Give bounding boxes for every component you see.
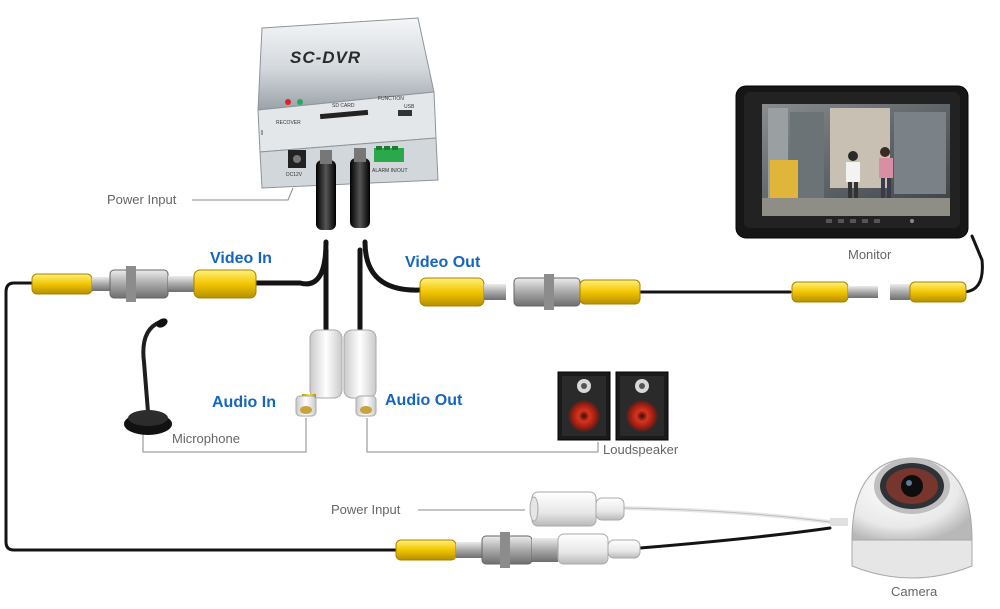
dome-camera [830, 457, 973, 579]
speaker-left-icon [568, 400, 600, 432]
bnc-adapter-left [109, 266, 194, 302]
bnc-adapter-right [513, 274, 581, 310]
led-red-icon [285, 99, 291, 105]
label-power-input-dvr: Power Input [107, 192, 177, 207]
label-camera: Camera [891, 584, 938, 599]
speaker-right-icon [626, 400, 658, 432]
sd-slot-icon [319, 109, 369, 120]
label-audio-out: Audio Out [385, 392, 463, 409]
leader-lines [142, 187, 599, 511]
rca-video-in [193, 269, 257, 299]
dvr-label-sd: SD CARD [332, 103, 355, 109]
label-monitor: Monitor [848, 247, 892, 262]
dvr-plugs [316, 148, 370, 230]
dvr-brand-title: SC-DVR [290, 48, 362, 67]
label-video-out: Video Out [405, 254, 481, 271]
microphone-icon [156, 318, 168, 328]
microphone-device [124, 318, 172, 435]
rca-yellow-mid [579, 279, 641, 305]
monitor-device [735, 85, 969, 239]
alarm-terminal-icon [374, 148, 404, 162]
label-video-in: Video In [210, 250, 272, 267]
camera-video-connectors [395, 532, 641, 568]
dvr-label-recover: RECOVER [276, 120, 301, 126]
label-power-input-camera: Power Input [331, 502, 401, 517]
loudspeaker-device [557, 371, 669, 441]
usb-port-icon [398, 110, 412, 116]
rca-yellow-left [31, 273, 110, 295]
dvr-unit [257, 17, 439, 189]
dvr-label-dc: DC12V [286, 172, 303, 178]
cables [4, 234, 984, 552]
audio-in-jack [295, 329, 343, 417]
dvr-label-alarm: ALARM IN/OUT [372, 168, 408, 174]
dvr-label-function: FUNCTION [378, 96, 404, 102]
label-microphone: Microphone [172, 431, 240, 446]
led-green-icon [297, 99, 303, 105]
camera-power-connector [529, 491, 625, 527]
label-audio-in: Audio In [212, 394, 276, 411]
camera-lens-icon [901, 475, 923, 497]
label-loudspeaker: Loudspeaker [603, 442, 679, 457]
audio-out-jack [343, 329, 377, 417]
dvr-label-usb: USB [404, 104, 415, 110]
rca-monitor-plug [791, 281, 967, 303]
rca-video-out [419, 277, 506, 307]
